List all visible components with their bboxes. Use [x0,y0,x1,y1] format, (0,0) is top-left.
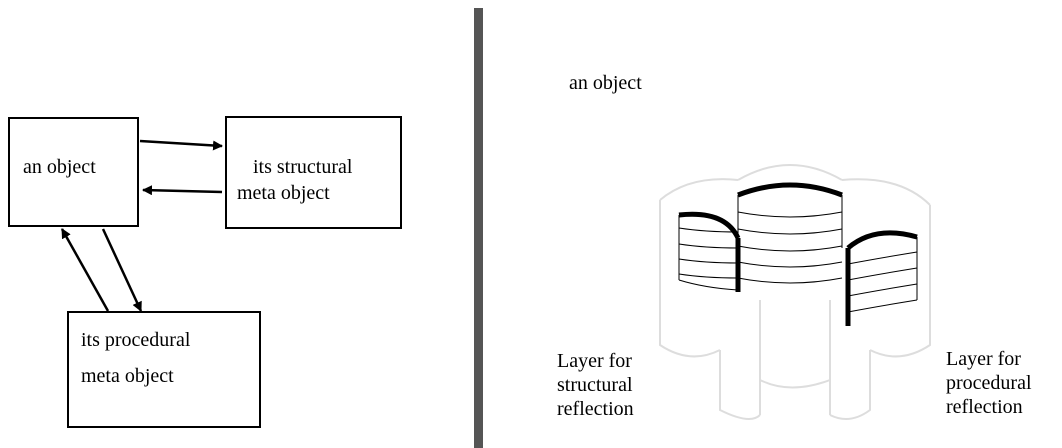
procedural-meta-object-label-line2: meta object [81,365,174,387]
structural-layer-rings [678,227,739,291]
procedural-layer-label-line2: procedural [946,372,1032,394]
object-cylinder-outline [659,164,931,420]
structural-layer [678,211,741,292]
procedural-layer-label-line3: reflection [946,396,1023,418]
center-layer [737,182,843,290]
procedural-meta-object-label-line1: its procedural [81,329,191,351]
arrow-object-to-structural [139,139,223,151]
procedural-meta-object-box [67,311,261,428]
arrow-object-to-procedural [101,228,143,312]
procedural-layer [845,230,918,326]
structural-layer-label-line3: reflection [557,398,634,420]
object-label: an object [23,156,96,178]
panel-divider [474,8,483,448]
structural-meta-object-box [225,116,402,229]
structural-layer-label-line2: structural [557,374,633,396]
object-box [8,117,139,227]
procedural-layer-label-line1: Layer for [946,348,1021,370]
structural-layer-label-line1: Layer for [557,350,632,372]
structural-meta-object-label-line1: its structural [253,156,353,178]
right-object-label: an object [569,72,642,94]
arrow-structural-to-object [142,185,223,196]
center-layer-rings [737,211,843,284]
arrow-procedural-to-object [60,228,110,312]
structural-meta-object-label-line2: meta object [237,182,330,204]
procedural-layer-rings [847,251,918,313]
